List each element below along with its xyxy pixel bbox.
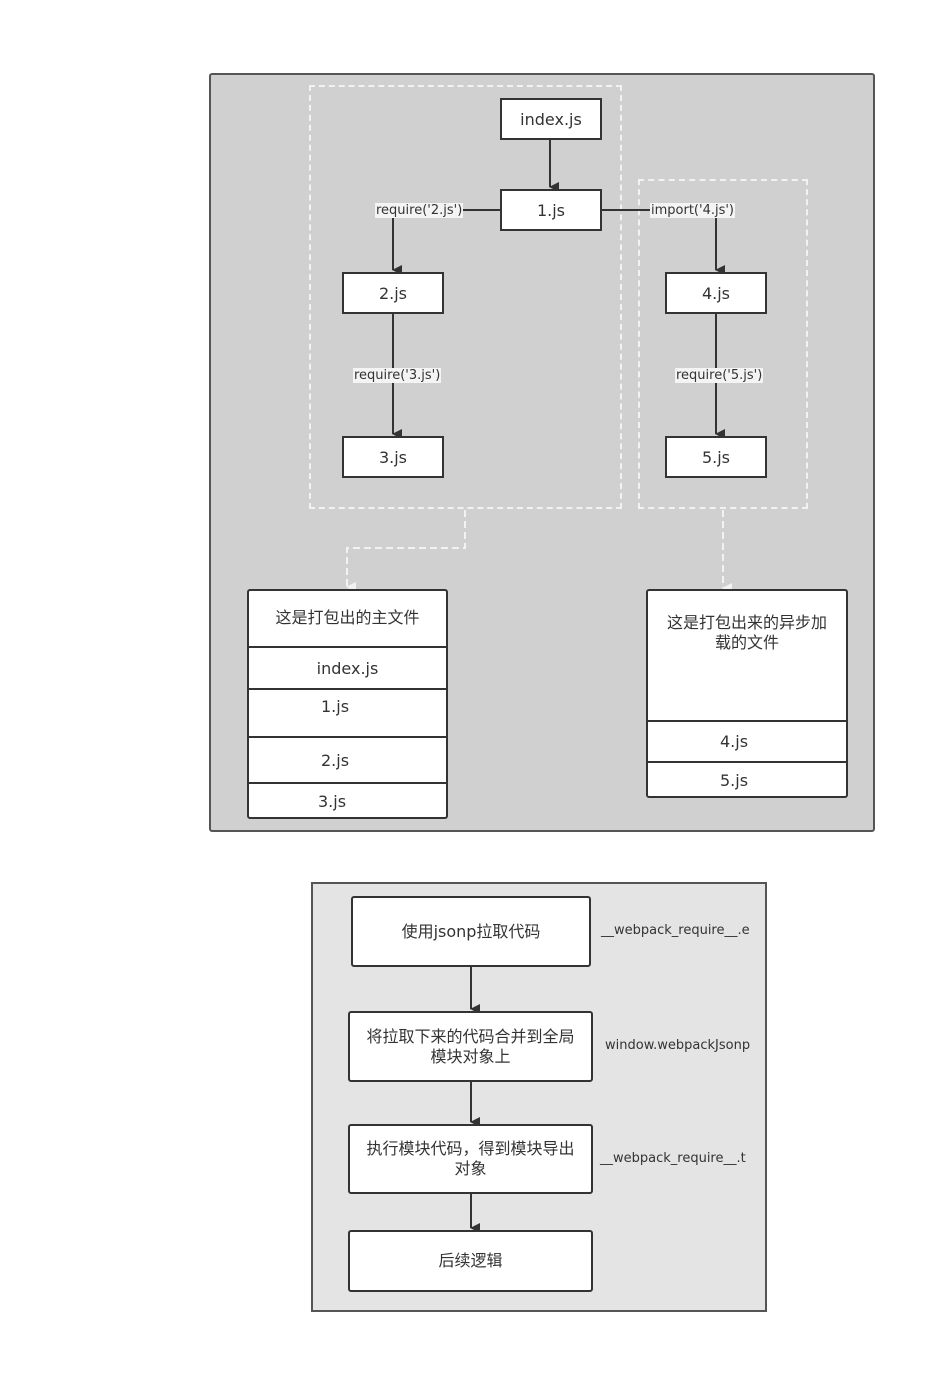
- node-1-js: 1.js: [500, 189, 602, 231]
- node-label: 5.js: [701, 447, 731, 467]
- flow-step-merge: 将拉取下来的代码合并到全局模块对象上: [348, 1011, 593, 1082]
- flow-step-execute: 执行模块代码，得到模块导出对象: [348, 1124, 593, 1194]
- async-bundle-title: 这是打包出来的异步加载的文件: [666, 613, 827, 652]
- main-bundle-file: index.js: [249, 646, 446, 688]
- edge-1-to-2: [392, 209, 500, 275]
- main-bundle-title: 这是打包出的主文件: [275, 608, 420, 627]
- main-bundle-file: 2.js: [249, 736, 446, 782]
- flow-step-label: 使用jsonp拉取代码: [401, 921, 541, 941]
- async-bundle-file: 4.js: [648, 720, 846, 761]
- edge-label-require-5: require('5.js'): [675, 368, 764, 383]
- edge-label-import-4: import('4.js'): [650, 203, 736, 218]
- node-label: 2.js: [378, 283, 408, 303]
- flow-step-note: __webpack_require__.e: [601, 923, 750, 938]
- flow-step-label: 将拉取下来的代码合并到全局模块对象上: [366, 1026, 575, 1066]
- node-5-js: 5.js: [665, 436, 767, 478]
- flow-step-label: 执行模块代码，得到模块导出对象: [366, 1139, 575, 1178]
- node-label: 1.js: [536, 200, 566, 220]
- flow-step-label: 后续逻辑: [438, 1251, 503, 1270]
- main-bundle-card: 这是打包出的主文件 index.js 1.js 2.js 3.js: [247, 589, 448, 819]
- edge-1-to-4: [602, 209, 725, 275]
- flow-step-jsonp: 使用jsonp拉取代码: [351, 896, 591, 967]
- flow-step-note: window.webpackJsonp: [605, 1038, 751, 1053]
- node-label: 4.js: [701, 283, 731, 303]
- async-bundle-file: 5.js: [648, 761, 846, 796]
- main-bundle-group: [309, 85, 622, 509]
- main-bundle-file: 3.js: [249, 782, 446, 817]
- node-4-js: 4.js: [665, 272, 767, 314]
- async-bundle-group: [638, 179, 808, 509]
- main-bundle-file: 1.js: [249, 688, 446, 736]
- node-label: 3.js: [378, 447, 408, 467]
- edge-label-require-2: require('2.js'): [375, 203, 464, 218]
- async-bundle-card: 这是打包出来的异步加载的文件 4.js 5.js: [646, 589, 848, 798]
- node-index-js: index.js: [500, 98, 602, 140]
- main-group-to-card: [346, 510, 466, 592]
- node-2-js: 2.js: [342, 272, 444, 314]
- flow-step-followup: 后续逻辑: [348, 1230, 593, 1292]
- node-3-js: 3.js: [342, 436, 444, 478]
- flow-step-note: __webpack_require__.t: [600, 1151, 746, 1166]
- node-label: index.js: [520, 109, 582, 129]
- edge-label-require-3: require('3.js'): [353, 368, 442, 383]
